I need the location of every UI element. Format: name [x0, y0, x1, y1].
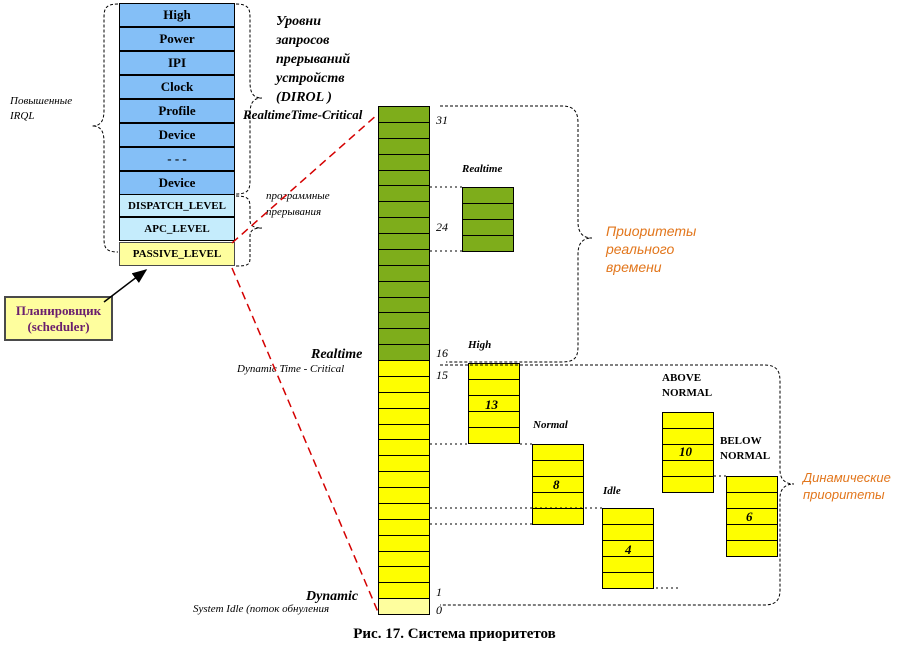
realtime-group-title: Realtime — [462, 163, 503, 175]
software-interrupts-line-2: прерывания — [266, 206, 322, 218]
below-normal-line-2: NORMAL — [720, 450, 771, 462]
raised-irql-line-2: IRQL — [10, 110, 35, 122]
below-normal-group-cell — [726, 540, 778, 557]
realtime-priorities-line-3: времени — [606, 259, 662, 275]
realtime-group-cell — [462, 235, 514, 252]
normal-group-title: Normal — [533, 419, 568, 431]
above-normal-line-2: NORMAL — [662, 387, 713, 399]
irql-level-dispatch-level: DISPATCH_LEVEL — [119, 194, 235, 217]
dirol-line-1: Уровни — [276, 14, 321, 29]
priority-number-31: 31 — [436, 113, 448, 127]
scheduler-line-2: (scheduler) — [27, 318, 90, 334]
priority-number-1: 1 — [436, 585, 442, 599]
realtime-priorities-line-2: реального — [606, 241, 675, 257]
irql-level-passive-level: PASSIVE_LEVEL — [119, 242, 235, 266]
dirol-label: Уровни запросов прерываний устройств (DI… — [276, 12, 350, 107]
irql-level-device: Device — [119, 123, 235, 147]
dynamic-label: Dynamic — [306, 589, 359, 604]
realtime-priorities-line-1: Приоритеты — [606, 223, 697, 239]
irql-level-clock: Clock — [119, 75, 235, 99]
dynamic-priorities-line-2: приоритеты — [803, 487, 885, 502]
above-normal-value: 10 — [679, 444, 692, 459]
above-normal-group-cell — [662, 476, 714, 493]
high-group-cell — [468, 427, 520, 444]
idle-value: 4 — [625, 542, 632, 557]
below-normal-group-title: BELOW NORMAL — [720, 434, 770, 464]
raised-irql-label: Повышенные IRQL — [10, 94, 72, 124]
priority-cell-0 — [378, 598, 430, 615]
dirol-line-3: прерываний — [276, 52, 351, 67]
dirol-brace — [235, 3, 263, 195]
irql-level-power: Power — [119, 27, 235, 51]
priority-number-0: 0 — [436, 603, 442, 617]
dynamic-priorities-brace — [440, 364, 795, 606]
irql-level-profile: Profile — [119, 99, 235, 123]
idle-group-title: Idle — [603, 485, 621, 497]
dirol-line-2: запросов — [276, 33, 330, 48]
priority-number-15: 15 — [436, 368, 448, 382]
below-normal-value: 6 — [746, 509, 753, 524]
high-group-title: High — [468, 339, 492, 351]
irql-level-ipi: IPI — [119, 51, 235, 75]
scheduler-box: Планировщик (scheduler) — [4, 296, 113, 341]
system-idle-label: System Idle (поток обнуления — [193, 603, 330, 615]
software-interrupts-brace — [235, 195, 263, 267]
above-normal-line-1: ABOVE — [662, 372, 702, 384]
dirol-line-5: (DIROL ) — [276, 90, 332, 105]
dirol-line-4: устройств — [276, 71, 345, 86]
software-interrupts-label: программные прерывания — [266, 188, 330, 220]
dynamic-priorities-label: Динамические приоритеты — [803, 469, 891, 503]
figure-caption: Рис. 17. Система приоритетов — [353, 626, 556, 642]
high-value: 13 — [485, 397, 498, 412]
irql-level-apc-level: APC_LEVEL — [119, 217, 235, 241]
raised-irql-brace — [91, 3, 119, 253]
irql-level-ellipsis: - - - — [119, 147, 235, 171]
realtime-label: Realtime — [311, 347, 363, 362]
realtime-priorities-label: Приоритеты реального времени — [606, 222, 696, 276]
realtime-priorities-brace — [440, 105, 593, 363]
connector-to-system-idle — [231, 267, 379, 613]
raised-irql-line-1: Повышенные — [10, 95, 73, 107]
below-normal-line-1: BELOW — [720, 435, 762, 447]
irql-level-high: High — [119, 3, 235, 27]
connector-to-realtime-critical — [231, 113, 379, 244]
realtime-time-critical-label: RealtimeTime-Critical — [243, 107, 363, 122]
scheduler-arrow — [103, 269, 148, 303]
dynamic-priorities-line-1: Динамические — [803, 470, 891, 485]
priority-number-16: 16 — [436, 346, 448, 360]
scheduler-line-1: Планировщик — [15, 302, 102, 318]
normal-group-cell — [532, 508, 584, 525]
above-normal-group-title: ABOVE NORMAL — [662, 371, 712, 401]
dynamic-time-critical-label: Dynamic Time - Critical — [237, 363, 345, 375]
idle-group-cell — [602, 572, 654, 589]
priority-number-24: 24 — [436, 220, 448, 234]
normal-value: 8 — [553, 477, 560, 492]
